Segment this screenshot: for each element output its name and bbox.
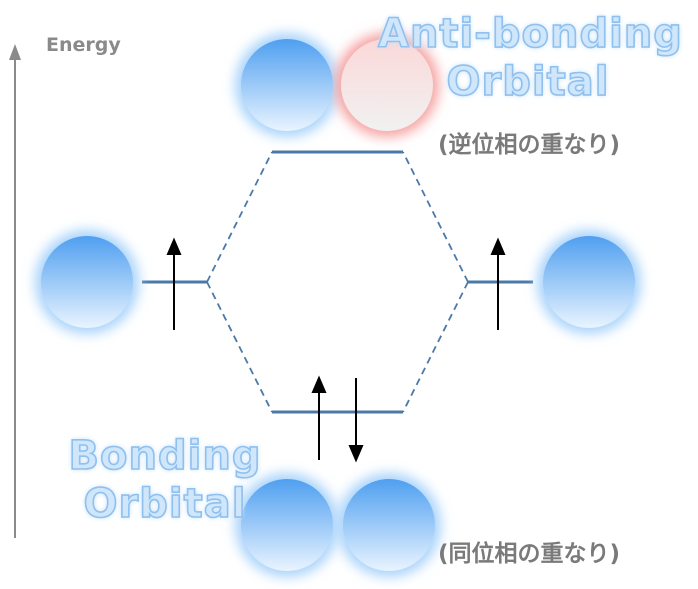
- bonding-right-lobe: [343, 479, 435, 571]
- left-spin-up-arrow: [166, 237, 182, 330]
- energy-axis: [9, 44, 21, 538]
- right-to-bonding-dash: [402, 281, 469, 413]
- energy-axis-label: Energy: [46, 34, 121, 56]
- bonding-title: Bonding Orbital: [40, 432, 290, 528]
- left-to-bonding-dash: [206, 281, 273, 413]
- bonding-left-lobe: [241, 479, 333, 571]
- energy-axis-arrowhead: [9, 44, 21, 60]
- antibonding-red-lobe: [341, 39, 433, 131]
- bonding-note: (同位相の重なり): [438, 541, 621, 567]
- right-spin-up-arrow: [490, 237, 506, 330]
- left-to-antibonding-dash: [206, 151, 273, 283]
- bonding-spin-up-arrow: [311, 375, 327, 460]
- bonding-title-line1: Bonding: [68, 432, 262, 480]
- electron-arrows: [166, 237, 506, 463]
- bonding-orbital-lobes: [235, 473, 441, 577]
- antibonding-note: (逆位相の重なり): [438, 132, 621, 158]
- right-atomic-orbital: [537, 230, 641, 334]
- right-to-antibonding-dash: [402, 151, 469, 283]
- energy-levels: [142, 150, 533, 414]
- left-atomic-orbital: [35, 230, 139, 334]
- antibonding-title-line2: Orbital: [446, 58, 610, 106]
- antibonding-blue-lobe: [241, 39, 333, 131]
- antibonding-title: Anti-bonding Orbital: [377, 10, 683, 106]
- bonding-spin-down-arrow: [348, 378, 364, 463]
- antibonding-title-line1: Anti-bonding: [377, 10, 683, 58]
- correlation-lines: [206, 151, 469, 413]
- antibonding-orbital-lobes: [235, 33, 439, 137]
- bonding-title-line2: Orbital: [83, 480, 247, 528]
